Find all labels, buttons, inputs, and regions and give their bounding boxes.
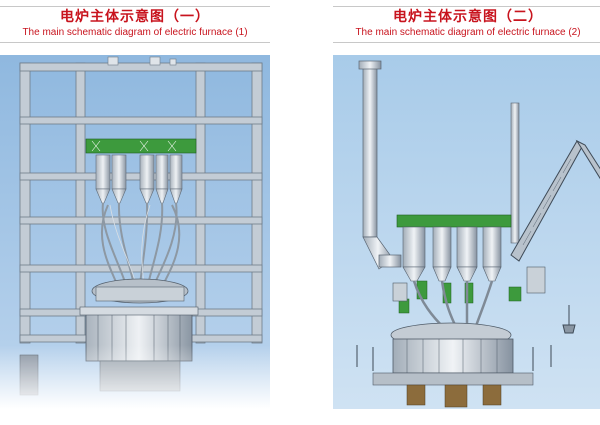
tapping-spouts bbox=[406, 384, 502, 408]
green-fittings bbox=[398, 280, 522, 314]
caption-1: 电炉主体示意图（一） The main schematic diagram of… bbox=[0, 6, 270, 43]
conveyor-arm bbox=[510, 139, 600, 262]
diagram-panel-2: 电炉主体示意图（二） The main schematic diagram of… bbox=[333, 0, 600, 425]
caption-2: 电炉主体示意图（二） The main schematic diagram of… bbox=[333, 6, 600, 43]
caption-title-en: The main schematic diagram of electric f… bbox=[355, 27, 581, 38]
caption-title-en: The main schematic diagram of electric f… bbox=[22, 27, 248, 38]
crane-hook bbox=[562, 305, 576, 334]
caption-top-rule bbox=[0, 6, 270, 7]
charging-platform bbox=[85, 138, 197, 154]
furnace-base bbox=[372, 372, 534, 386]
charging-platform bbox=[396, 214, 512, 228]
caption-bottom-rule bbox=[0, 42, 270, 43]
vent-pipe bbox=[510, 102, 520, 244]
roof-hoists bbox=[107, 56, 177, 66]
exhaust-stack bbox=[358, 60, 402, 270]
caption-bottom-rule bbox=[333, 42, 600, 43]
caption-title-cn: 电炉主体示意图（二） bbox=[393, 9, 543, 25]
furnace-diagram-2 bbox=[333, 55, 600, 409]
material-hoppers bbox=[95, 154, 183, 204]
furnace-shell bbox=[392, 338, 514, 374]
caption-title-cn: 电炉主体示意图（一） bbox=[60, 9, 210, 25]
material-hoppers bbox=[402, 226, 502, 282]
diagram-panel-1: 电炉主体示意图（一） The main schematic diagram of… bbox=[0, 0, 270, 425]
caption-top-rule bbox=[333, 6, 600, 7]
furnace-diagram-1 bbox=[0, 55, 270, 409]
side-rails bbox=[356, 345, 552, 371]
